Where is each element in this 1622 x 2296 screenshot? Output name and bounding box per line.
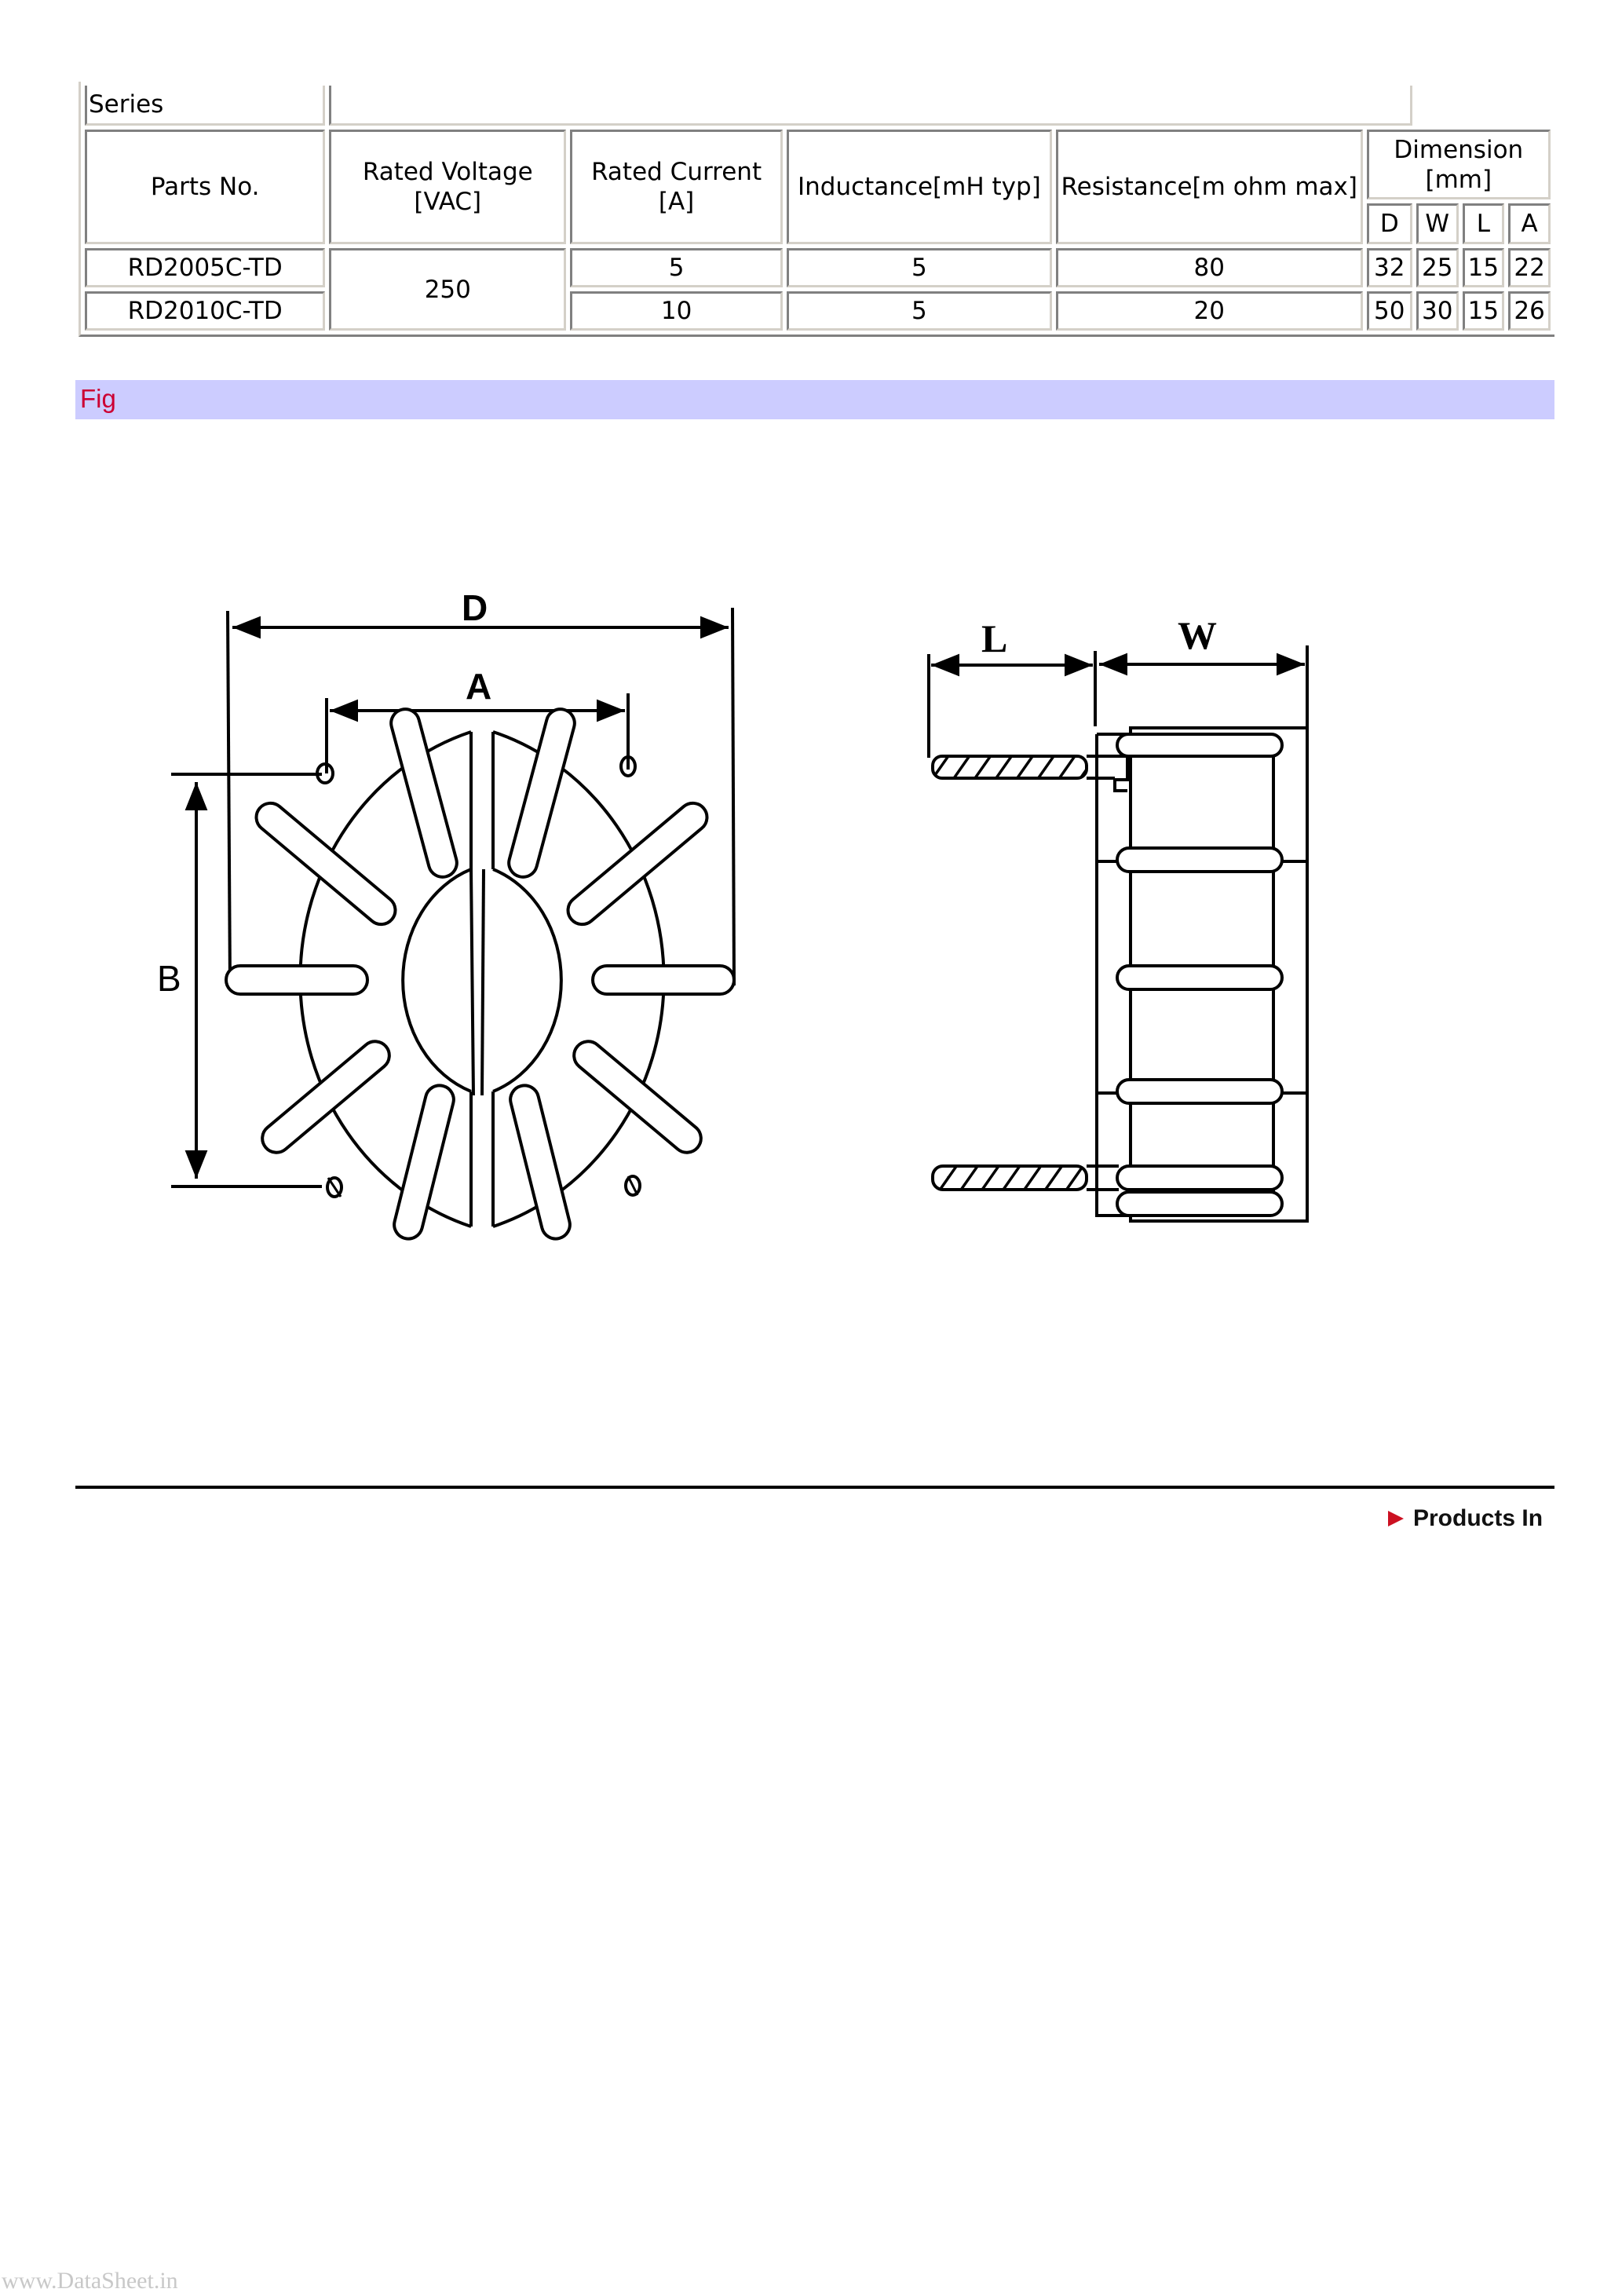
cell-part: RD2005C-TD	[85, 248, 326, 287]
dimension-subheader-row: D W L A	[85, 203, 1551, 244]
datasheet-page: Series Parts No. Rated Voltage [VAC] Rat…	[75, 82, 1554, 1534]
dimension-drawing: D A B	[157, 587, 1309, 1241]
header-parts-no: Parts No.	[85, 130, 326, 244]
header-inductance: Inductance[mH typ]	[786, 130, 1052, 244]
fig-label: Fig	[80, 384, 116, 413]
header-resistance: Resistance[m ohm max]	[1055, 130, 1363, 244]
cell-rated-voltage: 250	[329, 248, 567, 331]
header-dim-l: L	[1462, 203, 1505, 244]
header-dim-w: W	[1416, 203, 1459, 244]
products-info-link[interactable]: Products In	[1388, 1503, 1543, 1534]
label-l: L	[981, 616, 1007, 660]
label-d: D	[462, 587, 488, 628]
label-a: A	[466, 666, 491, 707]
cell-resistance: 80	[1055, 248, 1363, 287]
cell-dim-w: 25	[1416, 248, 1459, 287]
label-b: B	[157, 958, 181, 999]
cell-part: RD2010C-TD	[85, 291, 326, 331]
cell-dim-d: 50	[1366, 291, 1412, 331]
side-view	[927, 645, 1309, 1223]
series-row: Series	[85, 86, 1551, 126]
cell-dim-a: 26	[1508, 291, 1551, 331]
cell-dim-d: 32	[1366, 248, 1412, 287]
series-label: Series	[85, 86, 326, 126]
series-value	[329, 86, 1412, 126]
cell-inductance: 5	[786, 248, 1052, 287]
header-rated-current: Rated Current [A]	[570, 130, 783, 244]
cell-resistance: 20	[1055, 291, 1363, 331]
header-rated-voltage: Rated Voltage [VAC]	[329, 130, 567, 244]
watermark: www.DataSheet.in	[2, 2268, 178, 2294]
cell-dim-l: 15	[1462, 291, 1505, 331]
red-triangle-bullet-icon	[1388, 1511, 1404, 1526]
table-row: RD2005C-TD 250 5 5 80 32 25 15 22	[85, 248, 1551, 331]
footer-divider	[75, 1486, 1554, 1489]
label-w: W	[1178, 613, 1217, 657]
cell-dim-a: 22	[1508, 248, 1551, 287]
header-dim-a: A	[1508, 203, 1551, 244]
cell-inductance: 5	[786, 291, 1052, 331]
spec-table: Series Parts No. Rated Voltage [VAC] Rat…	[79, 82, 1554, 337]
cell-dim-l: 15	[1462, 248, 1505, 287]
table-row: RD2010C-TD 10 5 20 50 30 15 26	[85, 291, 1551, 331]
cell-current: 5	[570, 248, 783, 287]
header-dimension: Dimension [mm]	[1366, 130, 1551, 200]
header-dim-d: D	[1366, 203, 1412, 244]
products-link-label: Products In	[1413, 1505, 1543, 1531]
cell-dim-w: 30	[1416, 291, 1459, 331]
fig-section-header: Fig	[75, 380, 1554, 419]
front-view-toroid	[171, 607, 736, 1241]
cell-current: 10	[570, 291, 783, 331]
header-row: Parts No. Rated Voltage [VAC] Rated Curr…	[85, 130, 1551, 244]
